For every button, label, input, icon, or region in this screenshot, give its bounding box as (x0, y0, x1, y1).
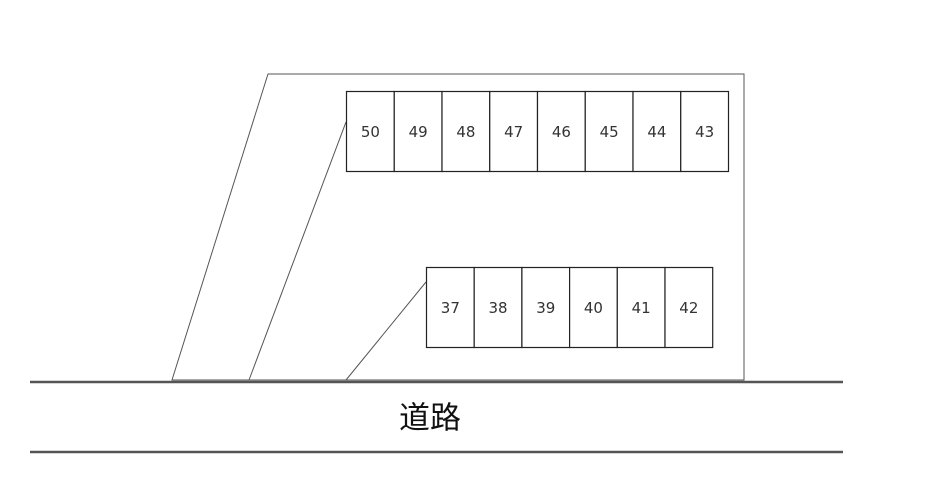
parking-stall-number: 39 (536, 299, 555, 317)
parking-stall-38: 38 (473, 266, 523, 349)
parking-stall-45: 45 (584, 90, 634, 173)
parking-stall-box (568, 266, 618, 349)
parking-stall-number: 38 (489, 299, 508, 317)
parking-stall-50: 50 (345, 90, 395, 173)
parking-stall-number: 45 (600, 123, 619, 141)
parking-stall-48: 48 (441, 90, 491, 173)
parking-stall-number: 43 (695, 123, 714, 141)
parking-stall-number: 50 (361, 123, 380, 141)
parking-stall-44: 44 (632, 90, 682, 173)
parking-stall-box (536, 90, 586, 173)
parking-stall-box (345, 90, 395, 173)
parking-stall-box (616, 266, 666, 349)
parking-stall-number: 46 (552, 123, 571, 141)
parking-stall-box (489, 90, 539, 173)
road-label: 道路 (399, 401, 461, 437)
parking-stall-box (425, 266, 475, 349)
driveway-line-lower (345, 281, 427, 381)
parking-stall-number: 40 (584, 299, 603, 317)
parking-stall-49: 49 (393, 90, 443, 173)
parking-stall-42: 42 (664, 266, 714, 349)
parking-stall-box (584, 90, 634, 173)
stall-row-top: 50 49 48 47 46 45 44 43 (345, 90, 730, 173)
parking-stall-number: 48 (456, 123, 475, 141)
parking-stall-number: 41 (632, 299, 651, 317)
parking-stall-39: 39 (521, 266, 571, 349)
parking-stall-40: 40 (568, 266, 618, 349)
parking-stall-number: 47 (504, 123, 523, 141)
parking-stall-43: 43 (680, 90, 730, 173)
parking-stall-47: 47 (489, 90, 539, 173)
parking-stall-number: 42 (679, 299, 698, 317)
parking-stall-number: 37 (441, 299, 460, 317)
parking-stall-number: 44 (647, 123, 666, 141)
lot-outline (171, 73, 745, 381)
driveway-line-upper (248, 121, 347, 381)
parking-stall-box (473, 266, 523, 349)
parking-stall-37: 37 (425, 266, 475, 349)
parking-stall-box (393, 90, 443, 173)
parking-stall-46: 46 (536, 90, 586, 173)
parking-stall-box (680, 90, 730, 173)
parking-stall-box (441, 90, 491, 173)
stall-row-bottom: 37 38 39 40 41 42 (425, 266, 714, 349)
parking-stall-box (664, 266, 714, 349)
parking-stall-number: 49 (409, 123, 428, 141)
parking-stall-41: 41 (616, 266, 666, 349)
parking-stall-box (521, 266, 571, 349)
